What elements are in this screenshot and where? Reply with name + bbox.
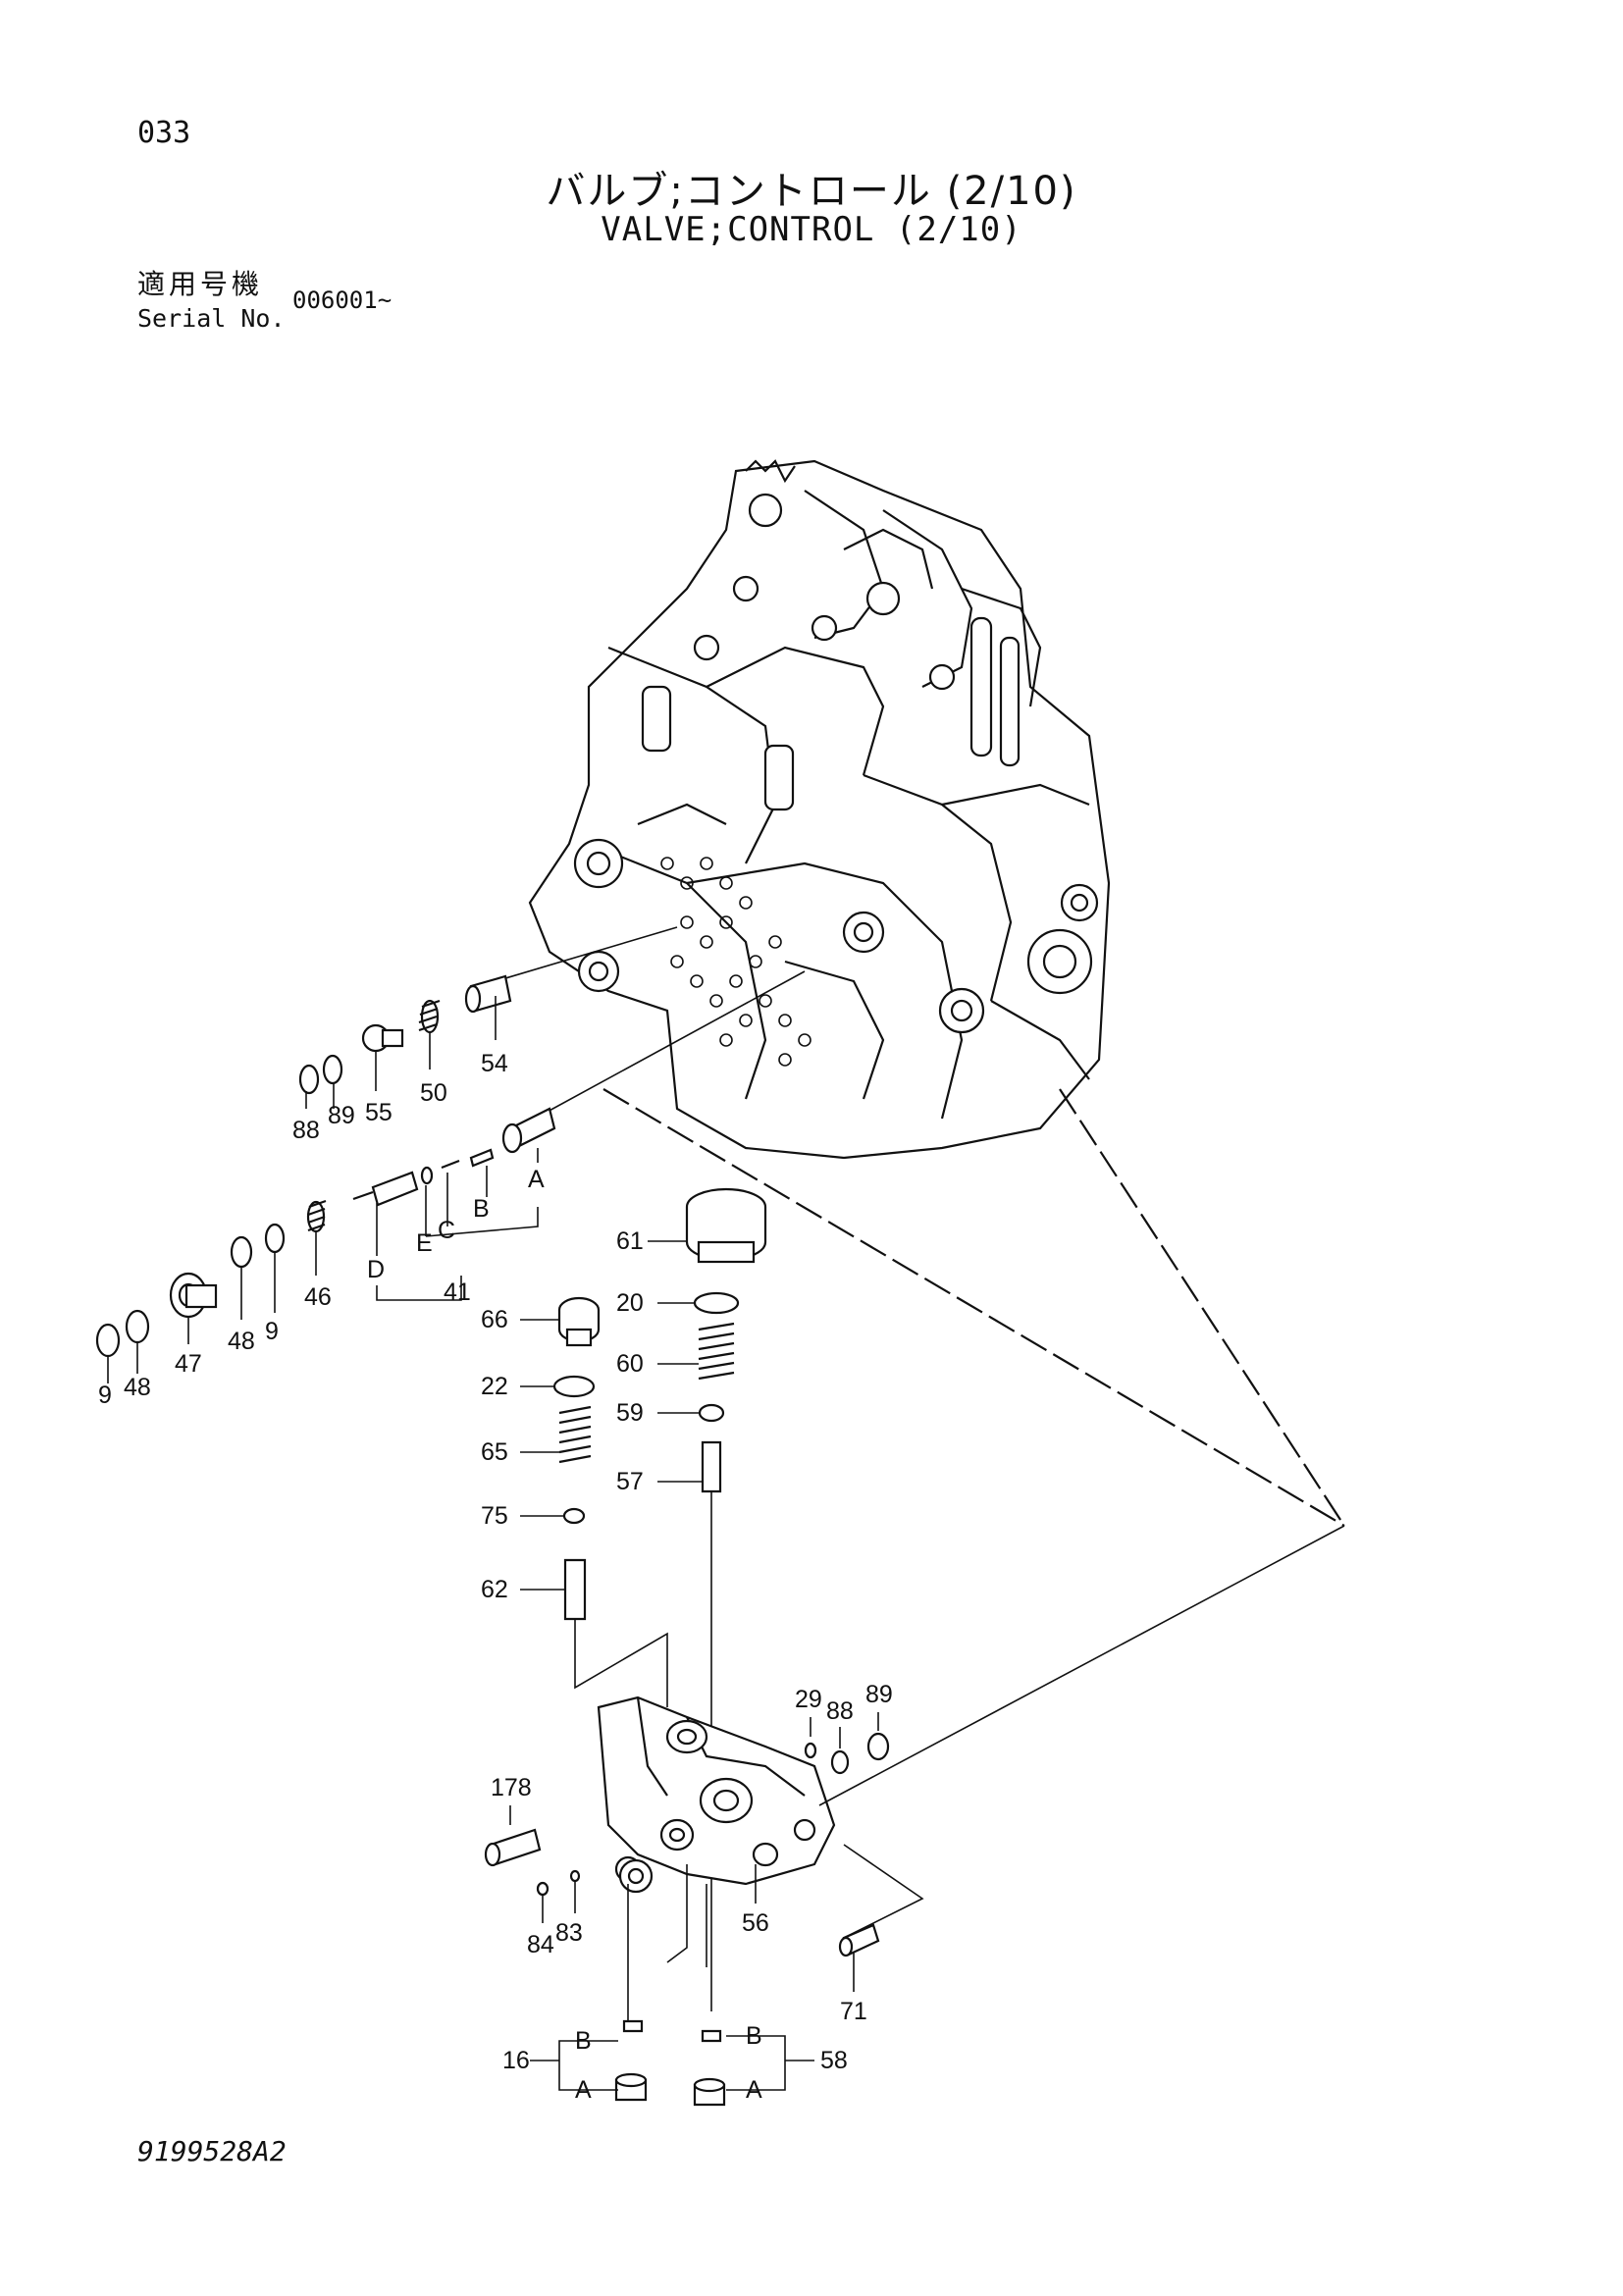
- callout-46: 46: [304, 1283, 332, 1311]
- callout-48: 48: [228, 1328, 255, 1355]
- callout-D: D: [367, 1256, 385, 1283]
- callout-178: 178: [491, 1774, 532, 1801]
- callout-58-A: A: [746, 2076, 762, 2104]
- leader-lines: [107, 996, 879, 2091]
- page-title-japanese: バルブ;コントロール (2/10): [546, 169, 1077, 214]
- callout-41: 41: [444, 1278, 471, 1306]
- callout-56: 56: [742, 1909, 769, 1937]
- callout-16: 16: [502, 2047, 530, 2074]
- callout-16-A: A: [575, 2076, 592, 2104]
- callout-16-B: B: [575, 2027, 592, 2055]
- callout-62: 62: [481, 1576, 508, 1603]
- serial-number-value: 006001~: [292, 287, 393, 314]
- callout-C: C: [438, 1217, 455, 1244]
- connection-lines: [602, 1088, 1345, 1527]
- page-title-english: VALVE;CONTROL (2/10): [601, 210, 1022, 249]
- callout-89: 89: [328, 1102, 355, 1129]
- callout-71: 71: [840, 1998, 867, 2025]
- callout-57: 57: [616, 1468, 644, 1495]
- callout-labels: 54 50 55 88 89 A B C E D 41 46 9 48 47 9…: [98, 1050, 893, 2104]
- callout-20: 20: [616, 1289, 644, 1317]
- callout-9: 9: [265, 1318, 279, 1345]
- serial-label-english: Serial No.: [137, 304, 286, 333]
- main-valve-body: [528, 459, 1111, 1160]
- callout-E: E: [416, 1229, 433, 1257]
- callout-58: 58: [820, 2047, 848, 2074]
- callout-29: 29: [795, 1686, 822, 1713]
- callout-89-right: 89: [865, 1681, 893, 1708]
- callout-65: 65: [481, 1438, 508, 1466]
- callout-A: A: [528, 1166, 545, 1193]
- callout-75: 75: [481, 1502, 508, 1530]
- serial-label-japanese: 適用号機: [137, 268, 264, 300]
- callout-47: 47: [175, 1350, 202, 1378]
- callout-88-right: 88: [826, 1697, 854, 1725]
- spool-assembly-left: [95, 926, 806, 1358]
- callout-22: 22: [481, 1373, 508, 1400]
- callout-B: B: [473, 1195, 490, 1223]
- callout-48-left: 48: [124, 1374, 151, 1401]
- callout-50: 50: [420, 1079, 447, 1107]
- callout-58-B: B: [746, 2022, 762, 2050]
- callout-55: 55: [365, 1099, 393, 1126]
- lower-control-body: [484, 1525, 1345, 2107]
- callout-61: 61: [616, 1227, 644, 1255]
- document-code: 9199528A2: [137, 2135, 287, 2167]
- page-number: 033: [137, 116, 191, 150]
- callout-84: 84: [527, 1931, 554, 1958]
- relief-valve-stacks: [552, 1187, 767, 2011]
- callout-88: 88: [292, 1117, 320, 1144]
- callout-83: 83: [555, 1919, 583, 1947]
- callout-54: 54: [481, 1050, 508, 1077]
- callout-9-left: 9: [98, 1382, 112, 1409]
- callout-66: 66: [481, 1306, 508, 1333]
- callout-60: 60: [616, 1350, 644, 1378]
- callout-59: 59: [616, 1399, 644, 1427]
